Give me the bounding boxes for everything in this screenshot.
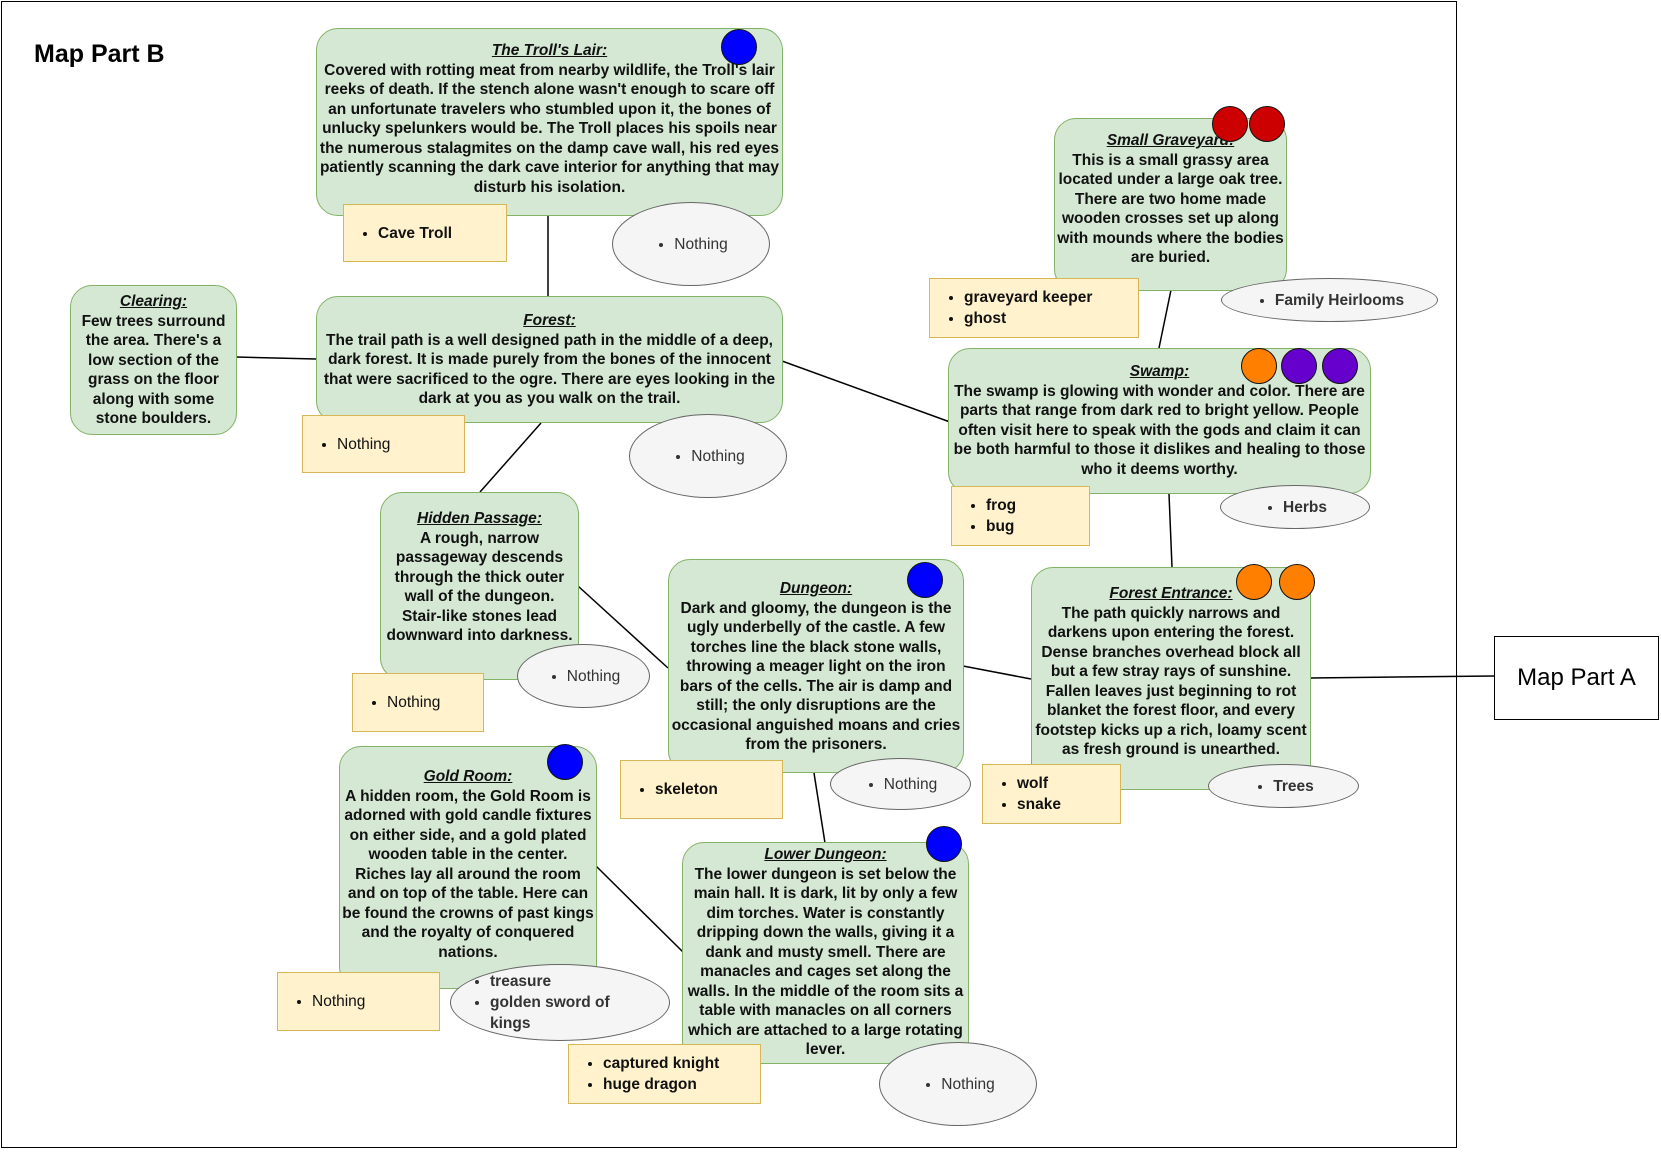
monster-item: Cave Troll bbox=[378, 223, 452, 244]
connector-forest-swamp bbox=[781, 360, 951, 423]
room-description: Covered with rotting meat from nearby wi… bbox=[319, 61, 780, 196]
connector-gold-lower bbox=[595, 865, 685, 954]
items-oval-forest-entrance: Trees bbox=[1208, 764, 1359, 808]
room-title: Clearing: bbox=[119, 293, 188, 310]
item-entry: Nothing bbox=[941, 1074, 994, 1095]
red-marker-dot bbox=[1249, 106, 1285, 142]
connector-hidden-dungeon bbox=[577, 585, 669, 669]
orange-marker-dot bbox=[1279, 564, 1315, 600]
room-description: The swamp is glowing with wonder and col… bbox=[953, 382, 1366, 478]
blue-marker-dot bbox=[907, 562, 943, 598]
room-description: This is a small grassy area located unde… bbox=[1057, 151, 1284, 267]
items-oval-swamp: Herbs bbox=[1220, 485, 1370, 529]
connector-clearing-forest bbox=[235, 356, 317, 360]
monster-box-gold-room: Nothing bbox=[277, 972, 440, 1031]
monster-item: wolf bbox=[1017, 773, 1061, 794]
monster-box-swamp: frogbug bbox=[951, 486, 1090, 546]
items-oval-small-graveyard: Family Heirlooms bbox=[1221, 278, 1438, 322]
monster-box-dungeon: skeleton bbox=[620, 760, 783, 819]
blue-marker-dot bbox=[721, 29, 757, 65]
room-lower-dungeon[interactable]: Lower Dungeon: The lower dungeon is set … bbox=[682, 842, 969, 1064]
purple-marker-dot bbox=[1322, 348, 1358, 384]
room-title: Lower Dungeon: bbox=[764, 846, 887, 863]
monster-item: snake bbox=[1017, 794, 1061, 815]
room-swamp[interactable]: Swamp: The swamp is glowing with wonder … bbox=[948, 348, 1371, 494]
connector-graveyard-swamp bbox=[1158, 289, 1172, 349]
item-entry: Nothing bbox=[884, 774, 937, 795]
room-title: Hidden Passage: bbox=[417, 510, 542, 527]
monster-item: ghost bbox=[964, 308, 1092, 329]
room-title: Dungeon: bbox=[779, 580, 853, 597]
room-title: Swamp: bbox=[1129, 363, 1190, 380]
connector-dungeon-entrance bbox=[962, 665, 1032, 680]
room-description: Few trees surround the area. There's a l… bbox=[81, 312, 226, 428]
purple-marker-dot bbox=[1281, 348, 1317, 384]
items-oval-forest: Nothing bbox=[629, 414, 787, 498]
item-entry: Herbs bbox=[1283, 497, 1327, 518]
item-entry: Nothing bbox=[691, 446, 744, 467]
map-part-a-link[interactable]: Map Part A bbox=[1494, 636, 1659, 720]
items-oval-dungeon: Nothing bbox=[830, 758, 971, 810]
room-forest[interactable]: Forest: The trail path is a well designe… bbox=[316, 296, 783, 423]
items-oval-hidden-passage: Nothing bbox=[517, 644, 650, 708]
blue-marker-dot bbox=[926, 826, 962, 862]
monster-item: Nothing bbox=[337, 434, 390, 455]
room-small-graveyard[interactable]: Small Graveyard: This is a small grassy … bbox=[1054, 118, 1287, 291]
room-title: Gold Room: bbox=[423, 768, 513, 785]
item-entry: Nothing bbox=[567, 666, 620, 687]
room-trolls-lair[interactable]: The Troll's Lair: Covered with rotting m… bbox=[316, 28, 783, 216]
monster-item: Nothing bbox=[387, 692, 440, 713]
item-entry: Family Heirlooms bbox=[1275, 290, 1404, 311]
red-marker-dot bbox=[1212, 106, 1248, 142]
monster-box-hidden-passage: Nothing bbox=[352, 673, 484, 732]
blue-marker-dot bbox=[547, 744, 583, 780]
room-title: Forest Entrance: bbox=[1109, 585, 1233, 602]
monster-box-lower-dungeon: captured knighthuge dragon bbox=[568, 1044, 761, 1104]
monster-box-small-graveyard: graveyard keeperghost bbox=[929, 278, 1139, 338]
room-clearing[interactable]: Clearing: Few trees surround the area. T… bbox=[70, 285, 237, 435]
item-entry: treasure bbox=[490, 971, 650, 992]
connector-dungeon-lower bbox=[813, 772, 826, 844]
room-description: The lower dungeon is set below the main … bbox=[687, 865, 964, 1059]
monster-box-trolls-lair: Cave Troll bbox=[343, 204, 507, 262]
orange-marker-dot bbox=[1236, 564, 1272, 600]
items-oval-gold-room: treasuregolden sword of kings bbox=[450, 964, 670, 1041]
item-entry: golden sword of kings bbox=[490, 992, 650, 1034]
monster-item: frog bbox=[986, 495, 1016, 516]
room-title: The Troll's Lair: bbox=[491, 42, 608, 59]
room-forest-entrance[interactable]: Forest Entrance: The path quickly narrow… bbox=[1031, 567, 1311, 790]
map-part-label: Map Part B bbox=[34, 40, 165, 68]
items-oval-trolls-lair: Nothing bbox=[612, 202, 770, 286]
monster-item: graveyard keeper bbox=[964, 287, 1092, 308]
map-frame bbox=[1, 1, 1457, 1148]
monster-item: Nothing bbox=[312, 991, 365, 1012]
monster-item: bug bbox=[986, 516, 1016, 537]
connector-swamp-entrance bbox=[1168, 493, 1173, 568]
room-description: The path quickly narrows and darkens upo… bbox=[1035, 604, 1307, 759]
monster-box-forest-entrance: wolfsnake bbox=[982, 764, 1121, 824]
monster-item: skeleton bbox=[655, 779, 718, 800]
monster-box-forest: Nothing bbox=[302, 415, 465, 473]
connector-entrance-part-a bbox=[1309, 675, 1495, 679]
orange-marker-dot bbox=[1241, 348, 1277, 384]
room-description: The trail path is a well designed path i… bbox=[323, 331, 776, 408]
room-description: A rough, narrow passageway descends thro… bbox=[386, 529, 573, 645]
monster-item: huge dragon bbox=[603, 1074, 719, 1095]
items-oval-lower-dungeon: Nothing bbox=[879, 1042, 1037, 1126]
item-entry: Nothing bbox=[674, 234, 727, 255]
room-description: Dark and gloomy, the dungeon is the ugly… bbox=[671, 599, 961, 754]
item-entry: Trees bbox=[1273, 776, 1314, 797]
room-description: A hidden room, the Gold Room is adorned … bbox=[342, 787, 594, 961]
room-title: Small Graveyard: bbox=[1106, 132, 1235, 149]
room-gold-room[interactable]: Gold Room: A hidden room, the Gold Room … bbox=[339, 746, 597, 989]
connector-forest-hidden bbox=[479, 422, 542, 493]
monster-item: captured knight bbox=[603, 1053, 719, 1074]
room-title: Forest: bbox=[523, 312, 576, 329]
